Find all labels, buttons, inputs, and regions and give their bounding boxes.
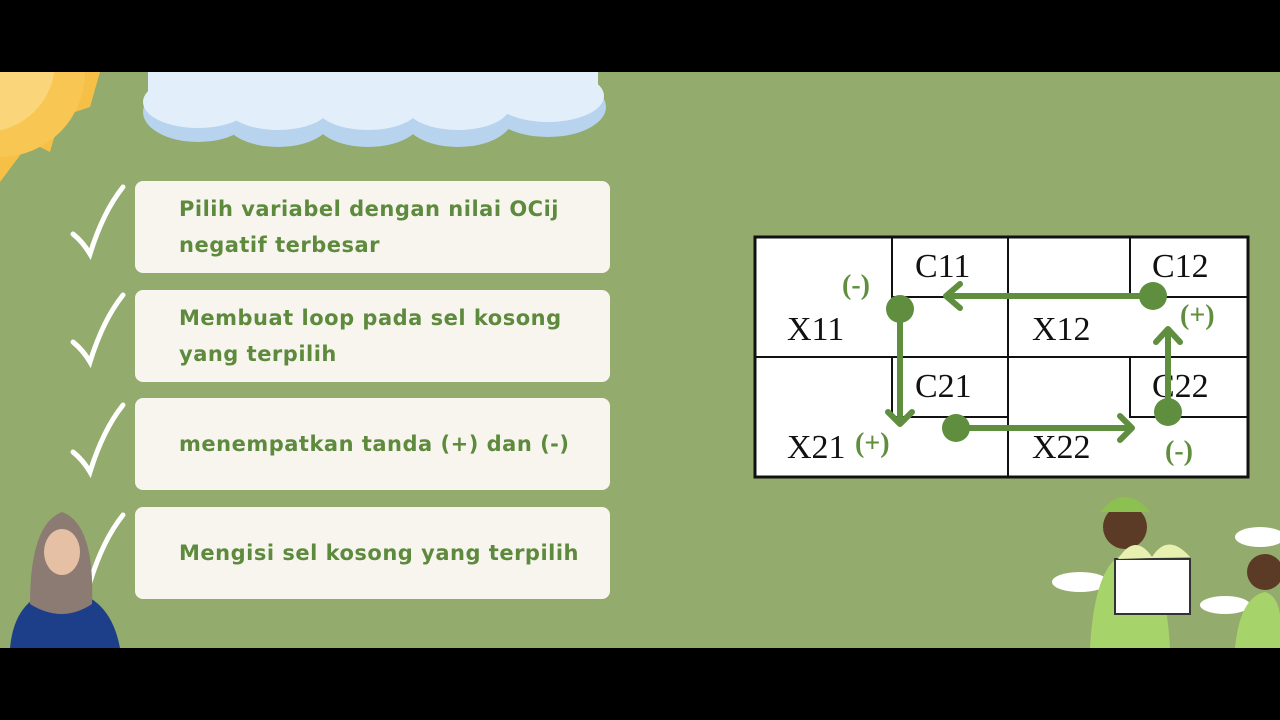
step-text: Membuat loop pada sel kosong yang terpil… bbox=[179, 306, 562, 366]
cloud-icon bbox=[143, 72, 606, 147]
cell-c21: C21 bbox=[915, 368, 972, 405]
step-card: Membuat loop pada sel kosong yang terpil… bbox=[135, 290, 610, 382]
check-icon bbox=[70, 402, 126, 479]
sign-x22: (-) bbox=[1165, 436, 1193, 467]
step-card: Pilih variabel dengan nilai OCij negatif… bbox=[135, 181, 610, 273]
loop-path bbox=[885, 281, 1183, 443]
cell-x11: X11 bbox=[787, 311, 844, 348]
cell-x22: X22 bbox=[1032, 429, 1091, 466]
cell-c11: C11 bbox=[915, 248, 970, 285]
step-text: menempatkan tanda (+) dan (-) bbox=[179, 432, 570, 456]
sign-x12: (+) bbox=[1180, 300, 1215, 331]
step-text: Mengisi sel kosong yang terpilih bbox=[179, 541, 579, 565]
cell-c22: C22 bbox=[1152, 368, 1209, 405]
sun-icon bbox=[0, 72, 100, 182]
step-card: Mengisi sel kosong yang terpilih bbox=[135, 507, 610, 599]
cell-x21: X21 bbox=[787, 429, 846, 466]
transport-loop-table: C11 C12 C21 C22 X11 X12 X21 X22 (-) (+) … bbox=[753, 235, 1250, 479]
sign-x11: (-) bbox=[842, 270, 870, 301]
check-icon bbox=[70, 292, 126, 369]
presenter-video bbox=[10, 512, 120, 648]
sign-x21: (+) bbox=[855, 428, 890, 459]
slide: Pilih variabel dengan nilai OCij negatif… bbox=[0, 72, 1280, 648]
step-text: Pilih variabel dengan nilai OCij negatif… bbox=[179, 197, 559, 257]
check-icon bbox=[70, 184, 126, 261]
cell-c12: C12 bbox=[1152, 248, 1209, 285]
step-card: menempatkan tanda (+) dan (-) bbox=[135, 398, 610, 490]
farmer-illustration bbox=[1052, 497, 1280, 648]
cell-x12: X12 bbox=[1032, 311, 1091, 348]
